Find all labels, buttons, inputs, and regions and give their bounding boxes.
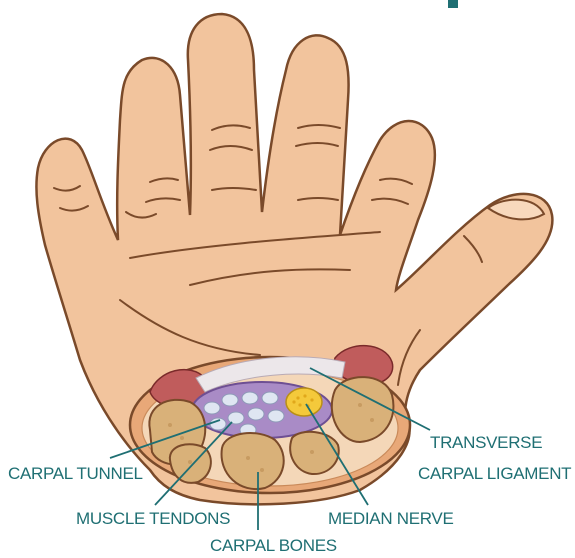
- label-median-nerve: MEDIAN NERVE: [328, 509, 454, 528]
- tendon: [222, 394, 238, 406]
- tendon: [262, 392, 278, 404]
- carpal-bone: [332, 377, 394, 442]
- carpal-bone: [290, 432, 339, 474]
- median-nerve: [286, 388, 322, 416]
- tendon: [242, 392, 258, 404]
- label-transverse-ligament-line1: TRANSVERSE: [430, 433, 542, 452]
- tendon: [268, 410, 284, 422]
- tendon: [204, 402, 220, 414]
- cropped-title-fragment: [448, 0, 458, 8]
- tendon: [248, 408, 264, 420]
- label-carpal-tunnel: CARPAL TUNNEL: [8, 464, 143, 483]
- tendon: [228, 412, 244, 424]
- label-transverse-ligament-line2: CARPAL LIGAMENT: [418, 464, 571, 483]
- label-carpal-bones: CARPAL BONES: [210, 536, 337, 555]
- label-muscle-tendons: MUSCLE TENDONS: [76, 509, 230, 528]
